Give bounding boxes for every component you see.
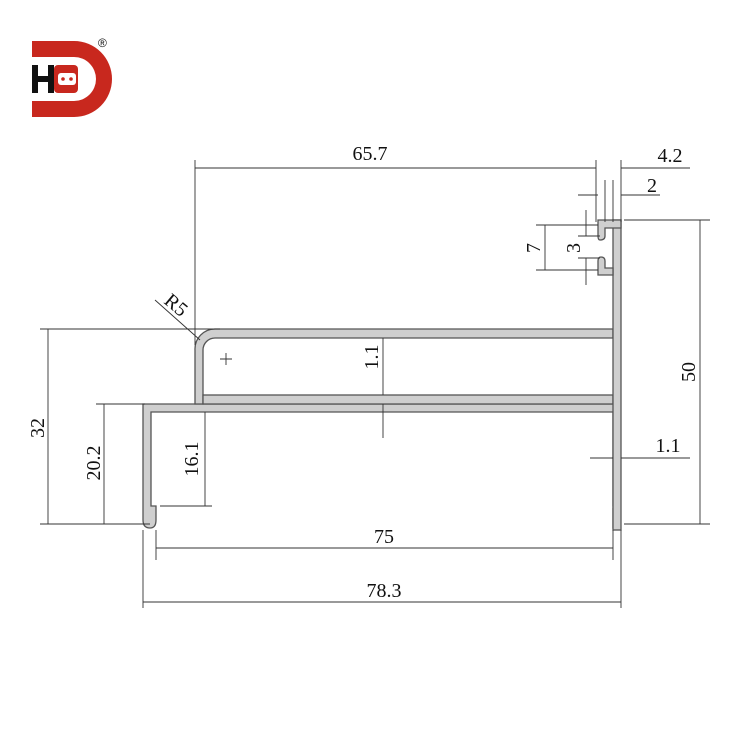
dim-slot-outer: 7 bbox=[523, 243, 545, 253]
dim-top-width: 65.7 bbox=[353, 143, 388, 165]
registered-mark: ® bbox=[98, 36, 107, 50]
dim-radius: R5 bbox=[160, 289, 192, 321]
aluminum-profile bbox=[142, 219, 622, 531]
dim-slot-inner: 3 bbox=[563, 243, 585, 253]
dim-left-height: 32 bbox=[27, 418, 49, 438]
dim-groove-outer: 4.2 bbox=[658, 145, 683, 167]
brand-logo: ® bbox=[32, 36, 112, 117]
dim-inner-height: 16.1 bbox=[181, 442, 203, 477]
dim-overall-width: 78.3 bbox=[367, 580, 402, 602]
dim-step-height: 20.2 bbox=[83, 446, 105, 481]
dimension-lines bbox=[40, 160, 710, 608]
logo-d-icon bbox=[32, 41, 112, 117]
dim-wall-side: 1.1 bbox=[656, 435, 681, 457]
dim-wall-top: 1.1 bbox=[361, 345, 383, 370]
dim-inner-width: 75 bbox=[374, 526, 394, 548]
dim-groove-inner: 2 bbox=[647, 175, 657, 197]
dim-total-height: 50 bbox=[678, 362, 700, 382]
